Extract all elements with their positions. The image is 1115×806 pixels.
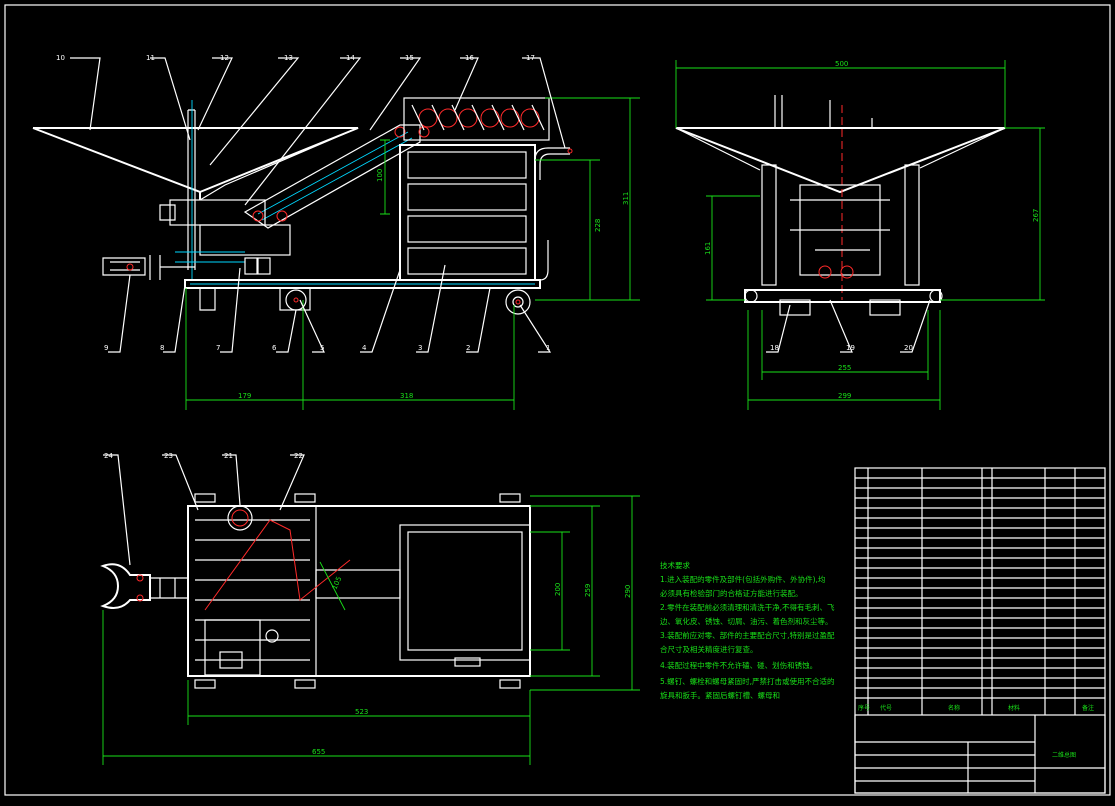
balloon-21: 21 xyxy=(224,452,233,460)
balloon-labels: 10 11 12 13 14 15 16 17 9 8 7 6 5 4 3 2 … xyxy=(56,54,913,460)
balloon-2: 2 xyxy=(466,344,470,352)
balloon-leaders xyxy=(70,57,931,566)
dim-200: 200 xyxy=(554,583,562,596)
dim-655: 655 xyxy=(312,748,325,756)
dim-259: 259 xyxy=(584,584,592,597)
balloon-3: 3 xyxy=(418,344,422,352)
dim-299: 299 xyxy=(838,392,851,400)
dimension-labels: 179 318 228 311 100 500 267 161 255 299 … xyxy=(238,60,1040,756)
cabinet xyxy=(399,144,536,281)
dim-318: 318 xyxy=(400,392,413,400)
bom-header-name: 名称 xyxy=(948,704,960,712)
dim-105: 105 xyxy=(331,575,344,591)
balloon-19: 19 xyxy=(846,344,855,352)
notes-title: 技术要求 xyxy=(660,560,690,570)
balloon-10: 10 xyxy=(56,54,65,62)
title-block: 序号 代号 名称 材料 备注 二维总图 xyxy=(854,467,1106,794)
dim-255: 255 xyxy=(838,364,851,372)
balloon-14: 14 xyxy=(346,54,355,62)
dim-311: 311 xyxy=(622,192,630,205)
balloon-11: 11 xyxy=(146,54,155,62)
note-line: 边、氧化皮、锈蚀、切屑、油污、着色剂和灰尘等。 xyxy=(660,616,833,626)
dim-161: 161 xyxy=(704,242,712,255)
note-line: 5.螺钉、螺栓和螺母紧固时,严禁打击或使用不合适的 xyxy=(660,676,835,686)
bom-header-remark: 备注 xyxy=(1082,704,1094,712)
bom-header-seq: 序号 xyxy=(858,704,870,712)
balloon-16: 16 xyxy=(465,54,474,62)
wheel-front xyxy=(279,287,311,311)
balloon-1: 1 xyxy=(546,344,550,352)
balloon-9: 9 xyxy=(104,344,108,352)
bom-header-material: 材料 xyxy=(1008,704,1020,712)
note-line: 4.装配过程中零件不允许磕、碰、划伤和锈蚀。 xyxy=(660,660,817,670)
balloon-8: 8 xyxy=(160,344,164,352)
dim-290: 290 xyxy=(624,585,632,598)
note-line: 1.进入装配的零件及部件(包括外购件、外协件),均 xyxy=(660,574,825,584)
technical-notes: 技术要求 1.进入装配的零件及部件(包括外购件、外协件),均 必须具有检验部门的… xyxy=(660,560,835,700)
gear-box xyxy=(403,97,550,141)
dim-523: 523 xyxy=(355,708,368,716)
dim-267: 267 xyxy=(1032,209,1040,222)
balloon-20: 20 xyxy=(904,344,913,352)
balloon-22: 22 xyxy=(294,452,303,460)
balloon-17: 17 xyxy=(526,54,535,62)
drawing-title: 二维总图 xyxy=(1052,751,1076,759)
note-line: 2.零件在装配前必须清理和清洗干净,不得有毛刺、飞 xyxy=(660,602,835,612)
dim-100: 100 xyxy=(376,169,384,182)
dim-179: 179 xyxy=(238,392,251,400)
balloon-5: 5 xyxy=(320,344,324,352)
wheel-rear xyxy=(505,289,531,315)
dim-228: 228 xyxy=(594,219,602,232)
handle-pipe xyxy=(534,147,570,180)
balloon-15: 15 xyxy=(405,54,414,62)
balloon-13: 13 xyxy=(284,54,293,62)
balloon-18: 18 xyxy=(770,344,779,352)
gripper-claw xyxy=(100,563,151,609)
note-line: 3.装配前应对零、部件的主要配合尺寸,特别是过盈配 xyxy=(660,630,835,640)
sheet-border xyxy=(4,4,1111,796)
balloon-24: 24 xyxy=(104,452,113,460)
inclined-feeder xyxy=(243,124,421,229)
side-view xyxy=(675,60,1045,410)
note-line: 旋具和扳手。紧固后螺钉槽、螺母和 xyxy=(660,690,780,700)
bom-header-code: 代号 xyxy=(880,704,892,712)
dim-500: 500 xyxy=(835,60,848,68)
balloon-12: 12 xyxy=(220,54,229,62)
balloon-23: 23 xyxy=(164,452,173,460)
hopper-side xyxy=(675,127,1006,194)
balloon-6: 6 xyxy=(272,344,277,352)
note-line: 合尺寸及相关精度进行复查。 xyxy=(660,644,758,654)
balloon-7: 7 xyxy=(216,344,220,352)
note-line: 必须具有检验部门的合格证方能进行装配。 xyxy=(660,588,803,598)
front-nozzle xyxy=(102,255,195,280)
top-view xyxy=(100,493,640,765)
balloon-4: 4 xyxy=(362,344,367,352)
front-view xyxy=(32,97,640,410)
